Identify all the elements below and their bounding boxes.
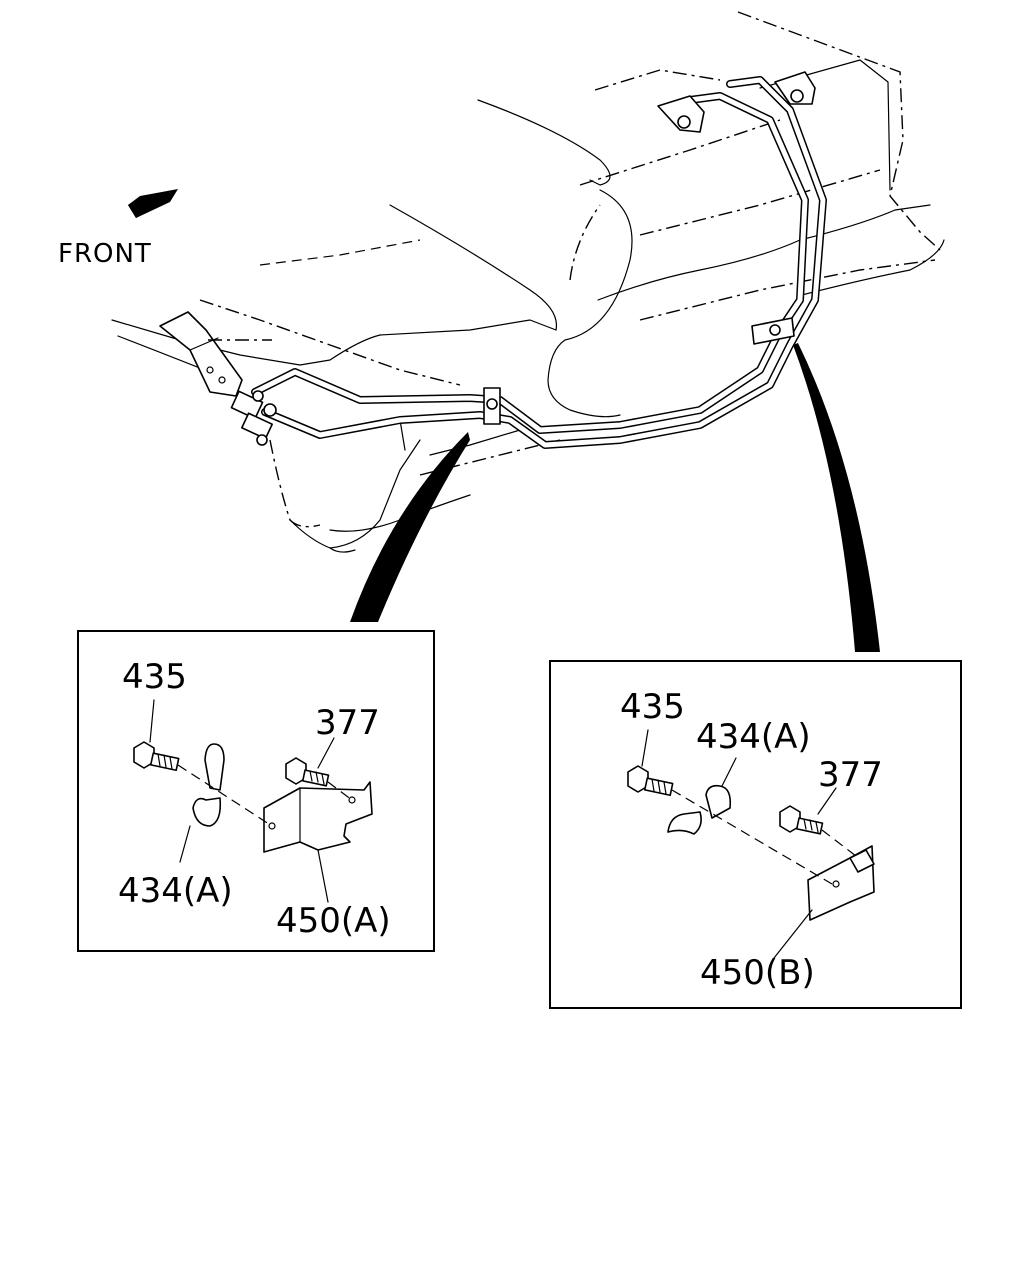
callout-435-b: 435 (620, 687, 685, 727)
bracket-450a (263, 781, 373, 903)
callout-434a-a: 434(A) (118, 871, 233, 911)
bolt-377-a (285, 737, 335, 787)
pipe-joint-fittings (230, 390, 277, 446)
clamp-434a-b (667, 757, 737, 835)
underbody-view: FRONT (58, 11, 945, 652)
detail-box-b: 435 434(A) 377 450(B) (549, 660, 962, 1009)
detail-box-a: 435 377 434(A) 450(A) (77, 630, 435, 952)
rear-pipe-clips (657, 71, 816, 133)
callout-435-a: 435 (122, 657, 187, 697)
fuel-pipes (251, 76, 827, 449)
leader-wedge-a (350, 432, 470, 622)
clip-location-a (483, 387, 501, 425)
callout-377-b: 377 (818, 755, 883, 795)
bolt-377-b (779, 787, 837, 835)
body-outline (111, 11, 945, 553)
clip-location-b (751, 317, 795, 345)
front-label: FRONT (58, 239, 152, 269)
clamp-434a-a (179, 743, 225, 863)
front-bracket (159, 311, 272, 397)
callout-450b: 450(B) (700, 953, 815, 993)
leader-wedge-b (793, 343, 880, 652)
front-arrow-icon (128, 189, 178, 218)
callout-434a-b: 434(A) (696, 717, 811, 757)
callout-377-a: 377 (315, 703, 380, 743)
bolt-435-b (627, 729, 674, 797)
callout-450a: 450(A) (276, 901, 391, 941)
bolt-435-a (133, 699, 180, 772)
bracket-450b (773, 845, 875, 959)
